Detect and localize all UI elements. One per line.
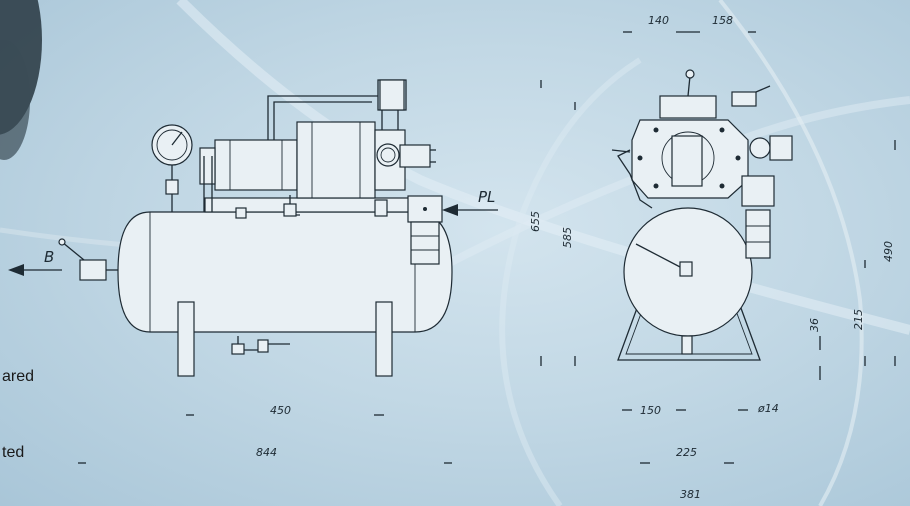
- pl-label: PL: [478, 188, 495, 206]
- pl-inlet-arrow: [442, 204, 498, 216]
- cropped-text-line-2: ted: [2, 444, 25, 461]
- dimension-655: 655: [529, 211, 542, 232]
- regulator-gauge: [376, 143, 400, 167]
- side-view-compressor: [58, 79, 453, 377]
- side-tank: [117, 211, 453, 333]
- front-view-compressor: [611, 69, 793, 361]
- dimension-14: ø14: [757, 402, 779, 415]
- dimension-150: 150: [640, 404, 661, 417]
- dimension-36: 36: [808, 318, 821, 332]
- tank-foot-left: [177, 301, 195, 377]
- corner-shadow: [0, 0, 42, 160]
- booster-body: [296, 121, 376, 199]
- drive-cylinder: [214, 139, 298, 191]
- cropped-text-line-1: ared: [2, 368, 35, 385]
- dimension-490: 490: [882, 241, 895, 262]
- dimension-215: 215: [852, 309, 865, 330]
- dimension-450: 450: [270, 404, 291, 417]
- outlet-valve: [79, 259, 107, 281]
- b-label: B: [44, 248, 54, 266]
- dimension-140: 140: [648, 14, 669, 27]
- b-outlet-arrow: [8, 264, 62, 276]
- dimension-381: 381: [680, 488, 701, 501]
- dimension-158: 158: [712, 14, 733, 27]
- dimension-844: 844: [256, 446, 277, 459]
- front-view-dimension-marks: [622, 31, 896, 464]
- dimension-225: 225: [676, 446, 697, 459]
- side-view-dimension-marks: [78, 80, 576, 464]
- dimension-585: 585: [561, 227, 574, 248]
- tank-foot-right: [375, 301, 393, 377]
